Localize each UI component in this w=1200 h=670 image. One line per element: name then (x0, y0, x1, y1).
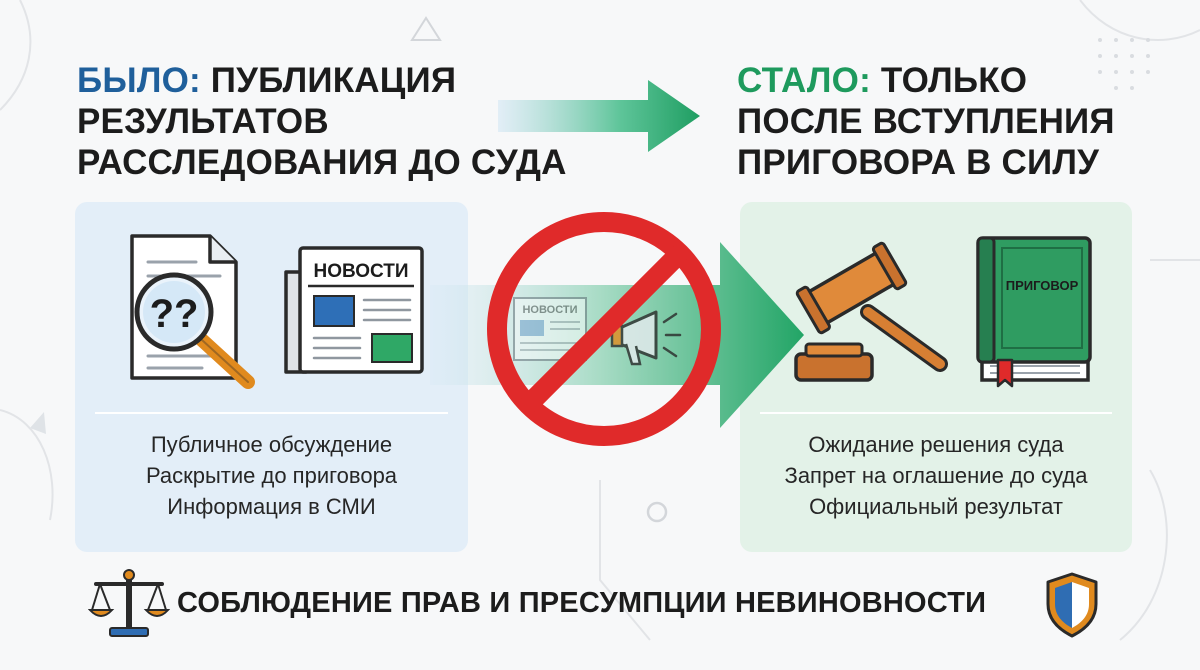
before-heading: БЫЛО: ПУБЛИКАЦИЯ РЕЗУЛЬТАТОВ РАССЛЕДОВАН… (77, 60, 567, 183)
prohibition-icon (487, 212, 721, 446)
before-item-3: Информация в СМИ (167, 494, 376, 519)
newspaper-icon: НОВОСТИ (284, 246, 424, 374)
svg-text:НОВОСТИ: НОВОСТИ (522, 304, 577, 316)
before-divider (95, 412, 448, 414)
after-divider (760, 412, 1112, 414)
gavel-icon (794, 241, 948, 382)
after-heading: СТАЛО: ТОЛЬКО ПОСЛЕ ВСТУПЛЕНИЯ ПРИГОВОРА… (737, 60, 1115, 183)
transition-arrow-icon (498, 80, 700, 152)
before-title-line-1: ПУБЛИКАЦИЯ (210, 61, 457, 100)
after-item-3: Официальный результат (809, 494, 1063, 519)
shield-icon (1046, 572, 1098, 638)
after-label: СТАЛО: (737, 61, 871, 100)
after-title-line-3: ПРИГОВОРА В СИЛУ (737, 143, 1100, 182)
after-item-2: Запрет на оглашение до суда (784, 463, 1088, 488)
svg-text:НОВОСТИ: НОВОСТИ (313, 261, 408, 282)
after-item-1: Ожидание решения суда (808, 432, 1064, 457)
svg-text:ПРИГОВОР: ПРИГОВОР (1006, 278, 1079, 293)
scales-icon (88, 569, 170, 637)
before-label: БЫЛО: (77, 61, 201, 100)
footer-text: СОБЛЮДЕНИЕ ПРАВ И ПРЕСУМПЦИИ НЕВИНОВНОСТ… (177, 587, 987, 619)
before-items: Публичное обсуждение Раскрытие до пригов… (75, 429, 468, 522)
document-search-icon: ?? (130, 234, 255, 389)
after-title-line-2: ПОСЛЕ ВСТУПЛЕНИЯ (737, 102, 1115, 141)
before-item-2: Раскрытие до приговора (145, 463, 398, 488)
before-title-line-2: РЕЗУЛЬТАТОВ (77, 102, 329, 141)
verdict-book-icon: ПРИГОВОР (976, 236, 1092, 388)
after-items: Ожидание решения суда Запрет на оглашени… (740, 429, 1132, 522)
after-title-line-1: ТОЛЬКО (880, 61, 1028, 100)
before-item-1: Публичное обсуждение (150, 432, 393, 457)
megaphone-icon (610, 310, 682, 366)
svg-text:??: ?? (150, 292, 199, 336)
before-title-line-3: РАССЛЕДОВАНИЯ ДО СУДА (77, 143, 567, 182)
